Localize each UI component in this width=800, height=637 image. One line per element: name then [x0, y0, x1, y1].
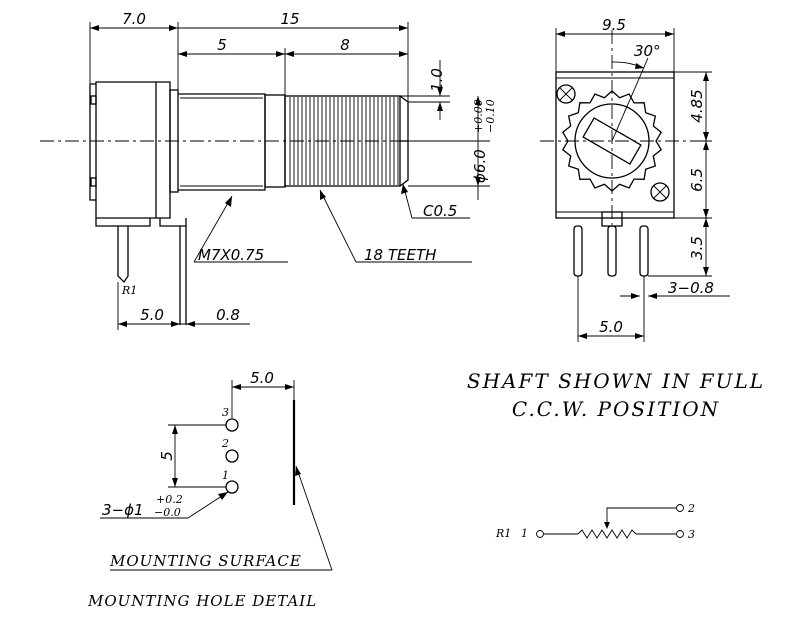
dim-total-width: 7.0 [122, 10, 146, 28]
screw-hole-bottom-right [650, 182, 670, 202]
dim-upper-height: 4.85 [688, 89, 706, 122]
label-r1: R1 [121, 284, 137, 297]
schematic-wiper [606, 507, 676, 527]
schematic-pin2-label: 2 [687, 502, 695, 515]
terminal-pin [117, 226, 129, 284]
dim-angle: 30° [634, 42, 661, 60]
hole-callout-tol-upper: +0.2 [156, 493, 183, 506]
knurl-lines [289, 97, 399, 185]
housing-body [95, 81, 157, 219]
front-housing [555, 71, 675, 219]
hole-callout-tol-lower: −0.0 [154, 506, 181, 519]
hole-num-1: 1 [222, 469, 229, 482]
dim-shaft-tol-upper: +0.00 [472, 99, 485, 133]
hole-1 [225, 480, 239, 494]
hole-callout: 3−ϕ1 [102, 501, 144, 519]
mounting-hole-detail: 3 2 1 5.0 5 3−ϕ1 +0.2 −0.0 MOUNTING SURF… [87, 369, 333, 610]
schematic-pin1 [536, 530, 544, 538]
housing-back-lip [89, 83, 96, 201]
dim-pin-thickness: 0.8 [216, 306, 240, 324]
rotor-slot [582, 117, 642, 165]
pin-left [573, 225, 583, 277]
note-line-1: SHAFT SHOWN IN FULL [467, 369, 765, 393]
front-view: 9.5 30° 4.85 6.5 3.5 3−0.8 5.0 [540, 16, 730, 342]
hole-num-2: 2 [221, 437, 229, 450]
dim-hole-spacing: 5 [158, 451, 176, 461]
schematic-pin1-label: 1 [521, 527, 528, 540]
dim-total-length: 15 [280, 10, 299, 28]
dim-lower-height: 6.5 [688, 168, 706, 192]
dim-shaft-diameter: ϕ6.0 [471, 149, 489, 183]
dim-hole-offset: 5.0 [250, 369, 274, 387]
hole-2 [225, 449, 239, 463]
dim-shaft-tol-lower: −0.10 [484, 99, 497, 133]
housing-notch-upper [90, 95, 97, 105]
schematic-pin3-label: 3 [688, 528, 695, 541]
notes: SHAFT SHOWN IN FULL C.C.W. POSITION [467, 369, 765, 421]
schematic-resistor [577, 529, 637, 539]
dim-pins: 3−0.8 [668, 279, 714, 297]
housing-notch-lower [90, 177, 97, 187]
hole-3 [225, 418, 239, 432]
schematic-pin2 [676, 504, 684, 512]
bushing-flange [169, 89, 179, 193]
note-line-2: C.C.W. POSITION [512, 397, 720, 421]
hole-detail-title: MOUNTING HOLE DETAIL [87, 592, 317, 610]
pin-center [607, 225, 617, 277]
dim-pin-pitch: 5.0 [599, 318, 623, 336]
threaded-bushing [178, 93, 266, 191]
hole-num-3: 3 [222, 406, 229, 419]
dim-pin-offset: 5.0 [140, 306, 164, 324]
callout-teeth: 18 TEETH [364, 246, 436, 264]
dim-front-width: 9.5 [602, 16, 626, 34]
dim-chamfer: C0.5 [423, 202, 457, 220]
dim-pin-length: 3.5 [688, 236, 706, 260]
dim-thread-length: 5 [217, 36, 227, 54]
schematic-ref: R1 [495, 527, 511, 540]
bracket-plate [156, 81, 171, 219]
knurled-rotor [561, 90, 663, 192]
schematic: R1 1 3 2 [495, 502, 695, 541]
screw-hole-top-left [556, 84, 576, 104]
pin-right [639, 225, 649, 277]
mounting-tab [179, 226, 187, 325]
callout-thread: M7X0.75 [198, 246, 264, 264]
dim-knurl-length: 8 [340, 36, 350, 54]
side-view: 7.0 15 5 8 1.0 ϕ6.0 +0.00 −0.10 [40, 10, 497, 330]
label-mounting-surface: MOUNTING SURFACE [109, 552, 302, 570]
dim-flat: 1.0 [428, 68, 446, 92]
schematic-pin3 [676, 530, 684, 538]
